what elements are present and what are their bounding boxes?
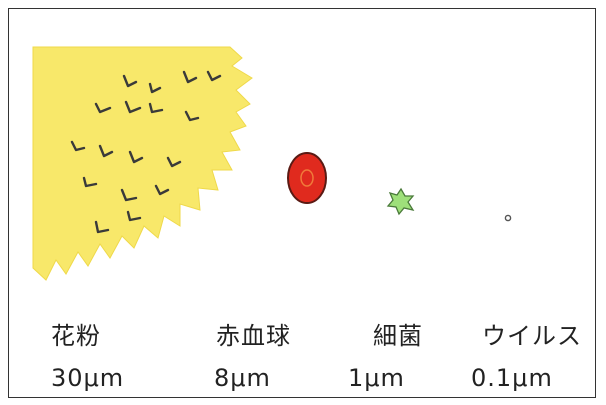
label-virus-size: 0.1μm — [471, 364, 553, 392]
label-rbc-name: 赤血球 — [216, 322, 291, 350]
pollen-surface-marks — [70, 70, 222, 234]
bacteria-shape — [386, 187, 415, 216]
label-virus-name: ウイルス — [482, 322, 582, 350]
virus-dot — [504, 214, 512, 222]
pollen-grain — [32, 46, 253, 281]
label-bacteria-size: 1μm — [348, 364, 405, 392]
red-blood-cell-body — [287, 152, 327, 204]
red-blood-cell-highlight — [300, 169, 314, 187]
pollen-body — [32, 46, 253, 281]
label-rbc-size: 8μm — [214, 364, 271, 392]
red-blood-cell — [287, 152, 327, 204]
label-bacteria-name: 細菌 — [373, 322, 423, 350]
label-pollen-size: 30μm — [51, 364, 125, 392]
label-pollen-name: 花粉 — [51, 322, 101, 350]
